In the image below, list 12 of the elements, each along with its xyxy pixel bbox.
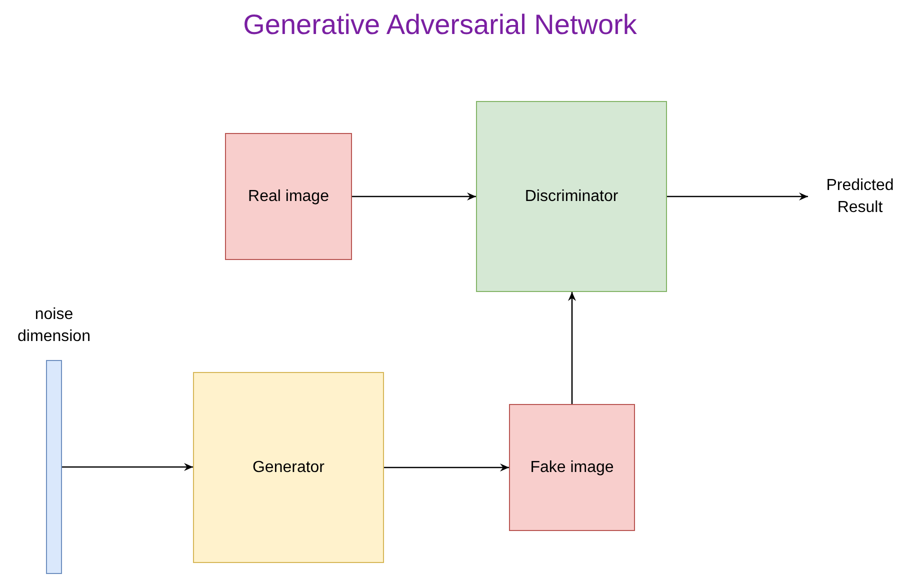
process-box: Discriminator	[476, 101, 667, 292]
process-box: Real image	[225, 133, 352, 260]
diagram-title: Generative Adversarial Network	[242, 8, 638, 42]
arrow	[568, 292, 576, 404]
node-label: noise dimension	[16, 305, 92, 347]
arrow	[352, 192, 476, 200]
process-box: Fake image	[509, 404, 635, 531]
arrow	[667, 192, 808, 200]
arrow	[62, 463, 193, 471]
arrow	[384, 464, 509, 472]
process-box: Generator	[193, 372, 384, 563]
output-label: Predicted Result	[808, 172, 912, 222]
